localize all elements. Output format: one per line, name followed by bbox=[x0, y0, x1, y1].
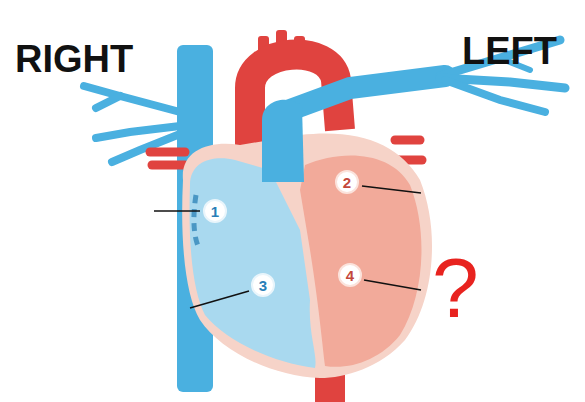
vessel bbox=[290, 76, 445, 110]
vessel bbox=[84, 86, 180, 112]
leader-line bbox=[364, 280, 421, 290]
leader-line bbox=[190, 291, 249, 308]
vein bbox=[152, 161, 185, 170]
right-heart bbox=[190, 158, 316, 368]
question-mark: ? bbox=[432, 246, 479, 330]
side-label: LEFT bbox=[462, 32, 557, 70]
valve-mark bbox=[194, 195, 200, 250]
vessel bbox=[445, 80, 545, 112]
callout-number: 1 bbox=[203, 199, 227, 223]
leader-line bbox=[362, 186, 421, 193]
vein bbox=[150, 148, 185, 157]
vein bbox=[395, 136, 420, 145]
callout-number: 2 bbox=[335, 170, 359, 194]
callout-number: 4 bbox=[338, 263, 362, 287]
heart-wall bbox=[182, 133, 432, 378]
leader-line bbox=[154, 210, 200, 212]
callout-number: 3 bbox=[251, 273, 275, 297]
vessel bbox=[96, 96, 120, 108]
left-heart bbox=[300, 155, 421, 366]
side-label: RIGHT bbox=[15, 40, 133, 78]
pulmonary-trunk bbox=[262, 100, 304, 182]
leader-lines bbox=[154, 186, 421, 308]
